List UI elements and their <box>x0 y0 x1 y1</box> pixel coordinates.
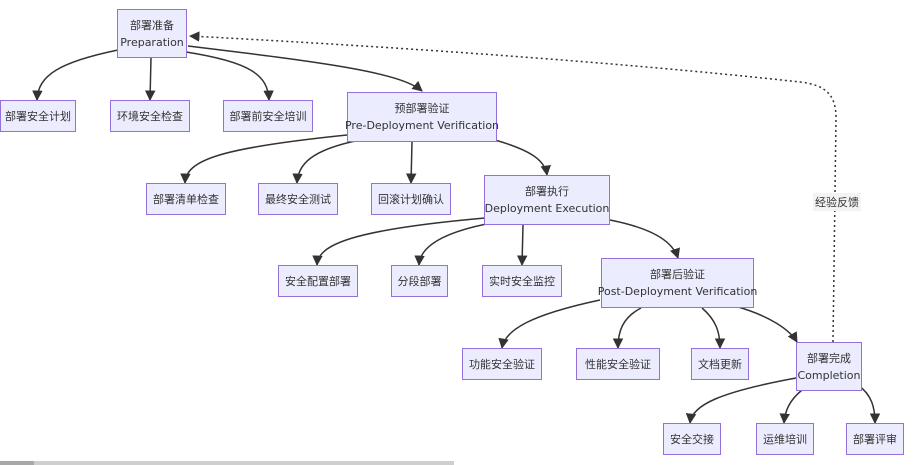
node-verify-en: Pre-Deployment Verification <box>344 119 500 132</box>
node-final-security-test[interactable]: 最终安全测试 <box>258 183 338 215</box>
node-post-deployment-verification[interactable]: 部署后验证 Post-Deployment Verification <box>598 258 757 308</box>
node-deployment-execution[interactable]: 部署执行 Deployment Execution <box>484 175 610 225</box>
node-label: 功能安全验证 <box>469 357 535 371</box>
node-post-zh: 部署后验证 <box>650 268 705 281</box>
edge-label-feedback: 经验反馈 <box>813 193 861 211</box>
node-functional-verification[interactable]: 功能安全验证 <box>462 348 542 380</box>
scrollbar-thumb[interactable] <box>0 461 34 465</box>
horizontal-scrollbar[interactable] <box>0 461 454 465</box>
edge-post-done <box>734 305 798 343</box>
node-preparation-zh: 部署准备 <box>130 18 174 32</box>
edge-prep-env <box>144 57 156 102</box>
node-label: 部署清单检查 <box>153 192 219 206</box>
edge-prep-train <box>185 51 274 102</box>
node-deploy-security-plan[interactable]: 部署安全计划 <box>0 100 76 132</box>
node-label: 运维培训 <box>763 432 807 446</box>
edge-exec-staged <box>414 221 498 267</box>
node-deploy-checklist[interactable]: 部署清单检查 <box>146 183 226 215</box>
edge-post-docs <box>701 307 726 350</box>
node-done-en: Completion <box>797 368 861 382</box>
node-verify-zh: 预部署验证 <box>394 102 450 115</box>
node-staged-deploy[interactable]: 分段部署 <box>391 265 448 297</box>
edge-done-opstrain <box>779 389 803 425</box>
node-label: 实时安全监控 <box>489 274 555 288</box>
node-realtime-monitor[interactable]: 实时安全监控 <box>482 265 562 297</box>
edge-exec-monitor <box>516 224 528 267</box>
edge-post-funcverify <box>498 299 601 350</box>
node-pre-deploy-training[interactable]: 部署前安全培训 <box>223 100 313 132</box>
edge-prep-verify <box>187 45 423 92</box>
node-done-zh: 部署完成 <box>807 351 851 365</box>
node-env-security-check[interactable]: 环境安全检查 <box>110 100 190 132</box>
node-label: 环境安全检查 <box>117 109 183 123</box>
node-label-right: 安全验证 <box>607 357 651 371</box>
node-completion[interactable]: 部署完成 Completion <box>796 342 862 391</box>
edge-done-prep-feedback <box>188 31 837 343</box>
edge-done-handover <box>685 377 797 425</box>
node-label: 最终安全测试 <box>265 192 331 206</box>
node-label: 部署前安全培训 <box>229 109 307 123</box>
node-rollback-plan[interactable]: 回滚计划确认 <box>371 183 451 215</box>
edge-post-perfverify <box>612 307 642 350</box>
edge-verify-checklist <box>180 134 348 185</box>
node-ops-training[interactable]: 运维培训 <box>756 423 814 455</box>
node-label: 分段部署 <box>397 274 442 288</box>
node-label: 文档更新 <box>698 357 742 371</box>
edge-prep-plan <box>32 49 119 102</box>
edge-verify-finaltest <box>292 139 361 185</box>
node-performance-verification[interactable]: 性能安全验证 <box>576 348 660 380</box>
node-label: 安全配置部署 <box>285 274 351 288</box>
edge-exec-config <box>312 217 486 267</box>
node-exec-zh: 部署执行 <box>525 185 569 198</box>
node-label-left: 性能 <box>585 357 607 371</box>
edge-exec-post <box>609 219 680 259</box>
node-docs-update[interactable]: 文档更新 <box>691 348 749 380</box>
node-label: 回滚计划确认 <box>378 192 444 206</box>
node-post-en: Post-Deployment Verification <box>597 285 758 298</box>
node-pre-deployment-verification[interactable]: 预部署验证 Pre-Deployment Verification <box>344 92 500 142</box>
node-preparation[interactable]: 部署准备 Preparation <box>117 9 187 58</box>
node-deploy-review[interactable]: 部署评审 <box>846 423 904 455</box>
node-label: 部署安全计划 <box>5 109 71 123</box>
edge-verify-rollback <box>405 141 417 185</box>
node-security-handover[interactable]: 安全交接 <box>663 423 721 455</box>
node-preparation-en: Preparation <box>120 35 184 49</box>
node-exec-en: Deployment Execution <box>484 202 610 215</box>
node-label: 安全交接 <box>670 432 714 446</box>
edge-verify-exec <box>494 139 551 177</box>
node-label: 部署评审 <box>853 432 897 446</box>
node-security-config[interactable]: 安全配置部署 <box>278 265 358 297</box>
